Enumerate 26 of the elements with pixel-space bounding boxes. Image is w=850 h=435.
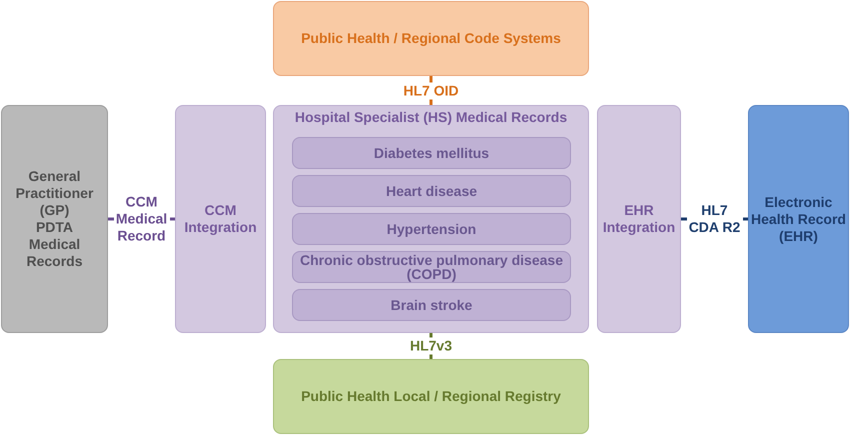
records-box [748, 105, 849, 333]
box-label: Diabetes mellitus [374, 146, 490, 160]
condition-box [292, 289, 571, 321]
box-label: Brain stroke [390, 298, 472, 312]
edge-label: HL7 OID [401, 82, 461, 99]
box-label: Heart disease [386, 184, 478, 198]
box-label: Hypertension [386, 222, 476, 236]
box-label: Chronic obstructive pulmonary disease (COPD) [299, 253, 564, 281]
integration-box [175, 105, 266, 333]
box-label: Public Health / Regional Code Systems [301, 30, 561, 47]
integration-box [597, 105, 681, 333]
edge-label: HL7v3 [408, 338, 454, 354]
condition-box [292, 213, 571, 245]
system-box [273, 1, 589, 76]
box-label: Electronic Health Record (EHR) [750, 194, 847, 244]
box-label: General Practitioner (GP) PDTA Medical Records [15, 168, 94, 270]
registry-box [273, 359, 589, 434]
box-label: Public Health Local / Regional Registry [301, 388, 561, 405]
box-label: CCM Integration [183, 202, 258, 236]
records-box [1, 105, 108, 333]
panel-title: Hospital Specialist (HS) Medical Records [294, 109, 568, 126]
condition-box [292, 137, 571, 169]
box-label: EHR Integration [602, 202, 676, 236]
condition-box [292, 175, 571, 207]
condition-box [292, 251, 571, 283]
records-panel [273, 105, 589, 333]
